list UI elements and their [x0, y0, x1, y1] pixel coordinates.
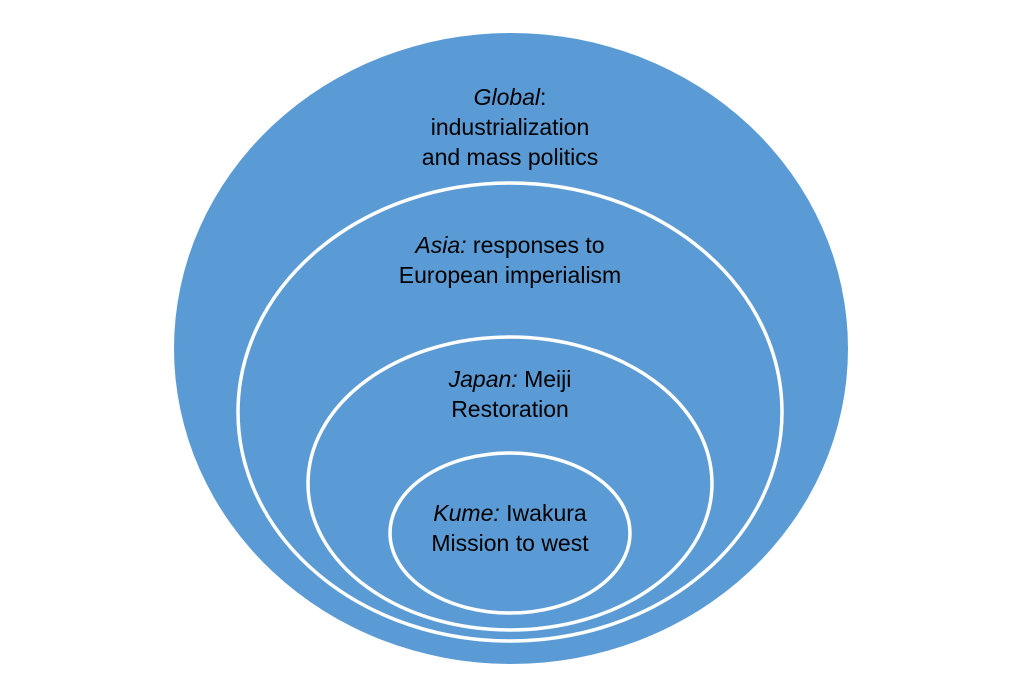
- kume-line-1: Mission to west: [431, 530, 589, 556]
- global-title: Global: [473, 84, 541, 110]
- global-title-suffix: :: [540, 84, 547, 110]
- asia-label: Asia: responses to European imperialism: [0, 230, 1020, 290]
- japan-title-line: Japan: Meiji: [0, 364, 1020, 394]
- kume-label: Kume: Iwakura Mission to west: [0, 498, 1020, 558]
- global-line-2: and mass politics: [421, 144, 599, 170]
- japan-label: Japan: Meiji Restoration: [0, 364, 1020, 424]
- asia-line-1: European imperialism: [398, 262, 622, 288]
- japan-title-rest: Meiji: [517, 366, 572, 392]
- japan-line-1: Restoration: [451, 396, 569, 422]
- asia-title: Asia:: [415, 232, 467, 258]
- global-label: Global: industrialization and mass polit…: [0, 82, 1020, 172]
- circle-kume: [388, 451, 632, 615]
- kume-title-line: Kume: Iwakura: [0, 498, 1020, 528]
- japan-title: Japan:: [448, 366, 518, 392]
- kume-title: Kume:: [433, 500, 500, 526]
- global-title-line: Global:: [0, 82, 1020, 112]
- global-line-1: industrialization: [430, 114, 590, 140]
- asia-title-rest: responses to: [466, 232, 605, 258]
- asia-title-line: Asia: responses to: [0, 230, 1020, 260]
- kume-title-rest: Iwakura: [499, 500, 587, 526]
